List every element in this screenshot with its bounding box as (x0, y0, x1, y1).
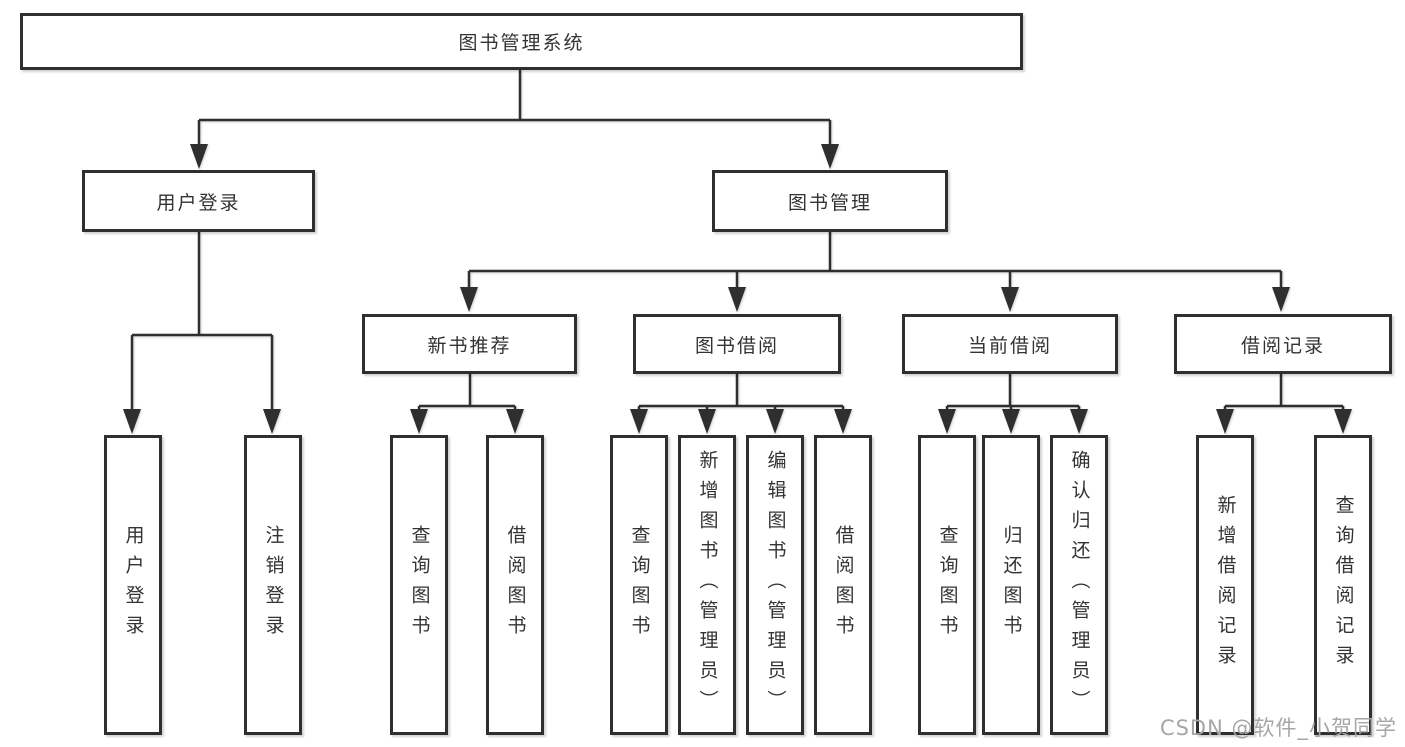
node-book-borrow: 图书借阅 (633, 314, 841, 374)
leaf-add-borrow-record-label: 新增借阅记录 (1214, 495, 1237, 675)
leaf-add-book-admin: 新增图书（管理员） (678, 435, 736, 735)
connector-book-management (460, 232, 1290, 312)
leaf-borrow-books: 借阅图书 (814, 435, 872, 735)
node-borrow-record-label: 借阅记录 (1240, 334, 1325, 357)
node-root: 图书管理系统 (20, 13, 1023, 70)
connector-borrow-record (1216, 374, 1352, 434)
leaf-query-borrow-record-label: 查询借阅记录 (1332, 495, 1355, 675)
leaf-borrow-books-recommend-label: 借阅图书 (504, 525, 527, 645)
node-current-borrow: 当前借阅 (902, 314, 1118, 374)
node-new-book-recommend: 新书推荐 (362, 314, 577, 374)
leaf-edit-book-admin: 编辑图书（管理员） (746, 435, 804, 735)
node-user-login: 用户登录 (82, 170, 315, 232)
leaf-query-books-current: 查询图书 (918, 435, 976, 735)
node-book-management: 图书管理 (712, 170, 948, 232)
node-borrow-record: 借阅记录 (1174, 314, 1392, 374)
node-book-management-label: 图书管理 (787, 191, 872, 214)
leaf-return-books-label: 归还图书 (1000, 525, 1023, 645)
connector-current-borrow (938, 374, 1088, 434)
leaf-logout-label: 注销登录 (262, 525, 285, 645)
leaf-query-books-recommend: 查询图书 (390, 435, 448, 735)
connector-user-login (123, 232, 281, 434)
leaf-confirm-return-admin: 确认归还（管理员） (1050, 435, 1108, 735)
leaf-borrow-books-recommend: 借阅图书 (486, 435, 544, 735)
leaf-query-books-borrow-label: 查询图书 (628, 525, 651, 645)
connector-book-borrow (630, 374, 852, 434)
leaf-return-books: 归还图书 (982, 435, 1040, 735)
leaf-confirm-return-admin-label: 确认归还（管理员） (1068, 450, 1091, 720)
node-book-borrow-label: 图书借阅 (694, 334, 779, 357)
leaf-add-borrow-record: 新增借阅记录 (1196, 435, 1254, 735)
node-root-label: 图书管理系统 (458, 32, 585, 54)
leaf-query-books-borrow: 查询图书 (610, 435, 668, 735)
connector-new-book-recommend (410, 374, 524, 434)
leaf-borrow-books-label: 借阅图书 (832, 525, 855, 645)
node-new-book-recommend-label: 新书推荐 (427, 334, 512, 357)
leaf-user-login-label: 用户登录 (122, 525, 145, 645)
leaf-query-books-recommend-label: 查询图书 (408, 525, 431, 645)
leaf-edit-book-admin-label: 编辑图书（管理员） (764, 450, 787, 720)
leaf-user-login: 用户登录 (104, 435, 162, 735)
leaf-add-book-admin-label: 新增图书（管理员） (696, 450, 719, 720)
node-user-login-label: 用户登录 (156, 191, 241, 214)
leaf-query-borrow-record: 查询借阅记录 (1314, 435, 1372, 735)
leaf-logout: 注销登录 (244, 435, 302, 735)
connector-root (190, 70, 839, 169)
leaf-query-books-current-label: 查询图书 (936, 525, 959, 645)
watermark: CSDN @软件_小贺同学 (1159, 716, 1397, 740)
node-current-borrow-label: 当前借阅 (967, 334, 1052, 357)
